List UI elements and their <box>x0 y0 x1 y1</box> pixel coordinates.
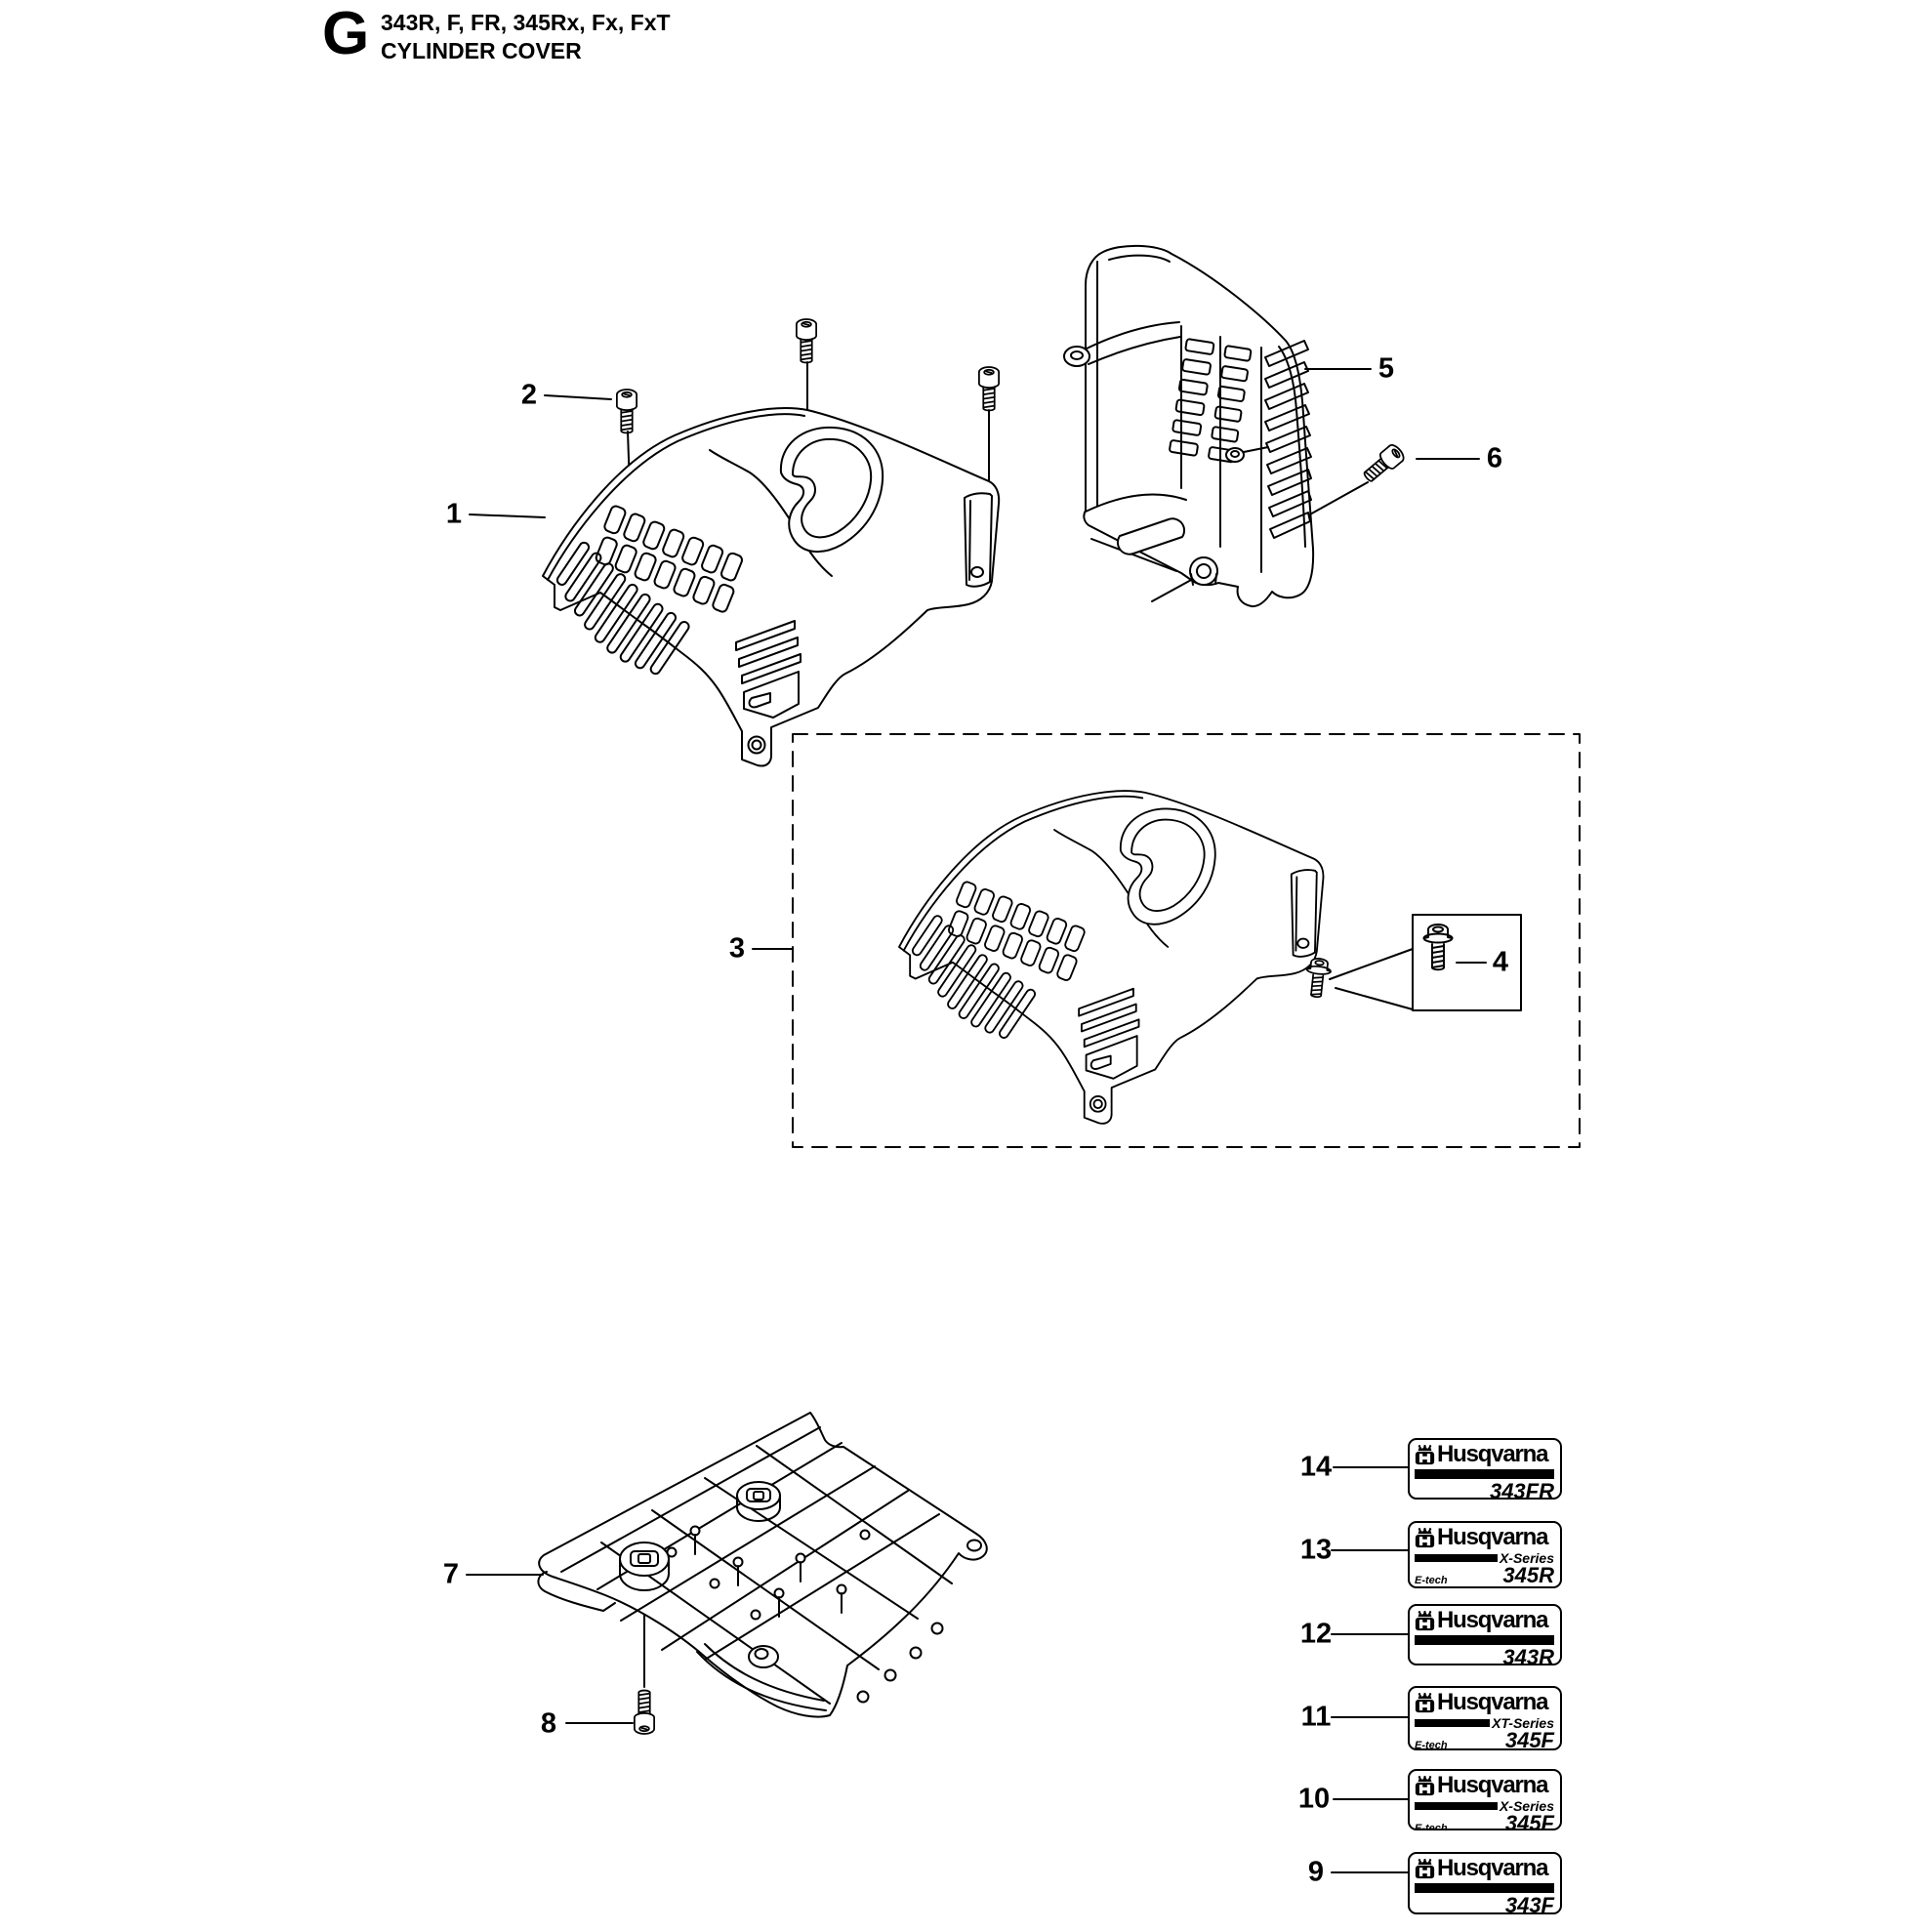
decal-series: X-Series <box>1499 1550 1554 1566</box>
cylinder-cover-variant-part <box>895 790 1325 1125</box>
callout-9: 9 <box>1307 1856 1325 1888</box>
husqvarna-crown-logo-icon <box>1415 1611 1435 1631</box>
decal-series: XT-Series <box>1492 1715 1554 1731</box>
callout-6: 6 <box>1486 442 1503 474</box>
rear-cover-part <box>1063 244 1315 608</box>
variant-dashed-box <box>792 733 1581 1148</box>
decal-345f-xtseries: Husqvarna XT-Series E-tech 345F <box>1408 1686 1562 1750</box>
decal-bar <box>1415 1883 1554 1893</box>
decal-343r: Husqvarna 343R <box>1408 1604 1562 1665</box>
decal-343fr: Husqvarna 343FR <box>1408 1438 1562 1500</box>
decal-model: 345R <box>1502 1563 1554 1587</box>
screw-8 <box>634 1689 655 1735</box>
callout-7: 7 <box>442 1558 460 1590</box>
husqvarna-crown-logo-icon <box>1415 1445 1435 1465</box>
decal-bar <box>1415 1469 1554 1479</box>
decal-bar <box>1415 1635 1554 1645</box>
callout-11: 11 <box>1300 1701 1332 1733</box>
leader-lines <box>466 368 1487 1873</box>
decal-brand: Husqvarna <box>1437 1607 1548 1633</box>
section-letter: G <box>322 0 370 67</box>
decal-brand: Husqvarna <box>1437 1855 1548 1881</box>
husqvarna-crown-logo-icon <box>1415 1693 1435 1713</box>
decal-model: 345F <box>1504 1811 1554 1830</box>
callout-12: 12 <box>1299 1618 1333 1650</box>
decal-brand: Husqvarna <box>1437 1524 1548 1550</box>
callout-4: 4 <box>1492 946 1509 978</box>
callout-10: 10 <box>1297 1783 1331 1815</box>
callout-8: 8 <box>540 1707 557 1740</box>
husqvarna-crown-logo-icon <box>1415 1528 1435 1548</box>
screw-6 <box>1359 441 1408 487</box>
decal-etech: E-tech <box>1415 1740 1448 1750</box>
screw-top-middle <box>796 318 817 364</box>
cylinder-cover-part <box>538 407 1001 767</box>
screw-top-right <box>978 366 1000 412</box>
decal-etech: E-tech <box>1415 1575 1448 1586</box>
decal-series: X-Series <box>1499 1798 1554 1814</box>
baffle-tray-part <box>537 1412 988 1718</box>
decal-bar <box>1415 1802 1498 1810</box>
callout-13: 13 <box>1299 1534 1333 1566</box>
decal-etech: E-tech <box>1415 1823 1448 1830</box>
screw-2 <box>616 389 637 434</box>
decal-model: 343R <box>1502 1645 1554 1665</box>
decal-bar <box>1415 1554 1498 1562</box>
decal-brand: Husqvarna <box>1437 1441 1548 1467</box>
callout-1: 1 <box>445 498 463 530</box>
husqvarna-crown-logo-icon <box>1415 1859 1435 1879</box>
decal-345r-xseries: Husqvarna X-Series E-tech 345R <box>1408 1521 1562 1588</box>
decal-343f: Husqvarna 343F <box>1408 1852 1562 1914</box>
callout-3: 3 <box>728 932 746 965</box>
callout-2: 2 <box>520 379 538 411</box>
screw-4 <box>1422 924 1454 971</box>
husqvarna-crown-logo-icon <box>1415 1776 1435 1796</box>
decal-brand: Husqvarna <box>1437 1772 1548 1798</box>
decal-bar <box>1415 1719 1491 1727</box>
decal-model: 345F <box>1504 1728 1554 1750</box>
model-list: 343R, F, FR, 345Rx, Fx, FxT <box>381 10 671 35</box>
decal-brand: Husqvarna <box>1437 1689 1548 1715</box>
decal-model: 343F <box>1504 1893 1554 1914</box>
decal-model: 343FR <box>1489 1479 1554 1500</box>
screw-inset-box <box>1412 914 1522 1011</box>
callout-5: 5 <box>1377 352 1395 385</box>
callout-14: 14 <box>1299 1451 1333 1483</box>
decal-345f-xseries: Husqvarna X-Series E-tech 345F <box>1408 1769 1562 1830</box>
page-title: CYLINDER COVER <box>381 38 582 63</box>
